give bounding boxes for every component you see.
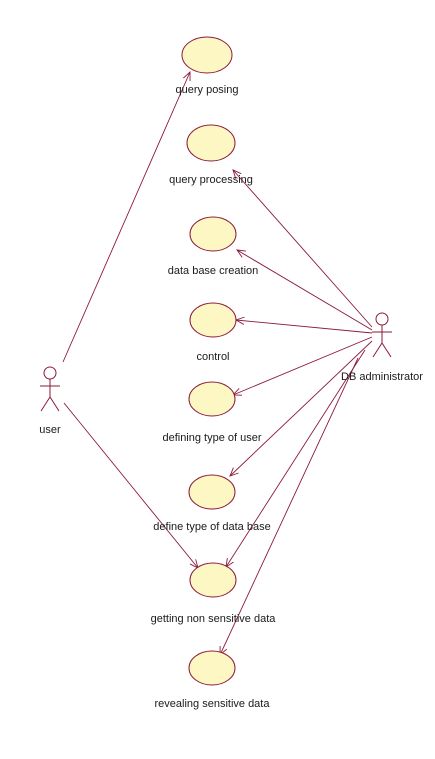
association-line <box>236 249 373 331</box>
actor-db-administrator[interactable]: DB administrator <box>341 312 423 383</box>
use-case-ellipse[interactable] <box>188 650 236 686</box>
use-case-ellipse[interactable] <box>186 124 236 162</box>
actor-label: user <box>39 424 61 436</box>
stick-figure-icon <box>372 312 392 358</box>
actor-head <box>375 312 389 326</box>
use-case-query-posing[interactable]: query posing <box>176 36 239 96</box>
use-case-define-type-of-data-base[interactable]: define type of data base <box>153 474 271 533</box>
actors: user DB administrator <box>39 312 423 436</box>
use-case-revealing-sensitive-data[interactable]: revealing sensitive data <box>155 650 271 710</box>
arrowhead-icon <box>236 249 246 258</box>
stick-figure-icon <box>40 366 60 412</box>
use-case-ellipse[interactable] <box>189 216 237 252</box>
association-lines <box>62 70 373 657</box>
use-case-ellipse[interactable] <box>181 36 233 74</box>
use-case-label: data base creation <box>168 265 259 277</box>
use-case-query-processing[interactable]: query processing <box>169 124 253 186</box>
association-line <box>62 71 191 363</box>
use-cases: query posing query processing data base … <box>151 36 277 710</box>
actor-limb <box>372 342 383 358</box>
use-case-ellipse[interactable] <box>188 474 236 510</box>
association-line <box>219 357 359 656</box>
actor-limb <box>40 396 51 412</box>
use-case-data-base-creation[interactable]: data base creation <box>168 216 259 277</box>
use-case-getting-non-sensitive-data[interactable]: getting non sensitive data <box>151 562 277 625</box>
use-case-defining-type-of-user[interactable]: defining type of user <box>162 381 262 444</box>
use-case-label: revealing sensitive data <box>155 698 271 710</box>
use-case-ellipse[interactable] <box>188 381 236 417</box>
use-case-control[interactable]: control <box>189 302 237 363</box>
association-line <box>63 402 199 569</box>
use-case-label: query posing <box>176 84 239 96</box>
use-case-label: define type of data base <box>153 521 270 533</box>
association-line <box>232 169 373 328</box>
use-case-label: defining type of user <box>162 432 261 444</box>
use-case-ellipse[interactable] <box>189 562 237 598</box>
actor-limb <box>49 396 60 412</box>
association-line <box>225 349 366 568</box>
use-case-label: query processing <box>169 174 253 186</box>
arrowhead-icon <box>229 467 239 477</box>
use-case-ellipse[interactable] <box>189 302 237 338</box>
association-line <box>232 336 373 396</box>
actor-label: DB administrator <box>341 371 423 383</box>
actor-head <box>43 366 57 380</box>
association-line <box>229 340 373 477</box>
actor-user[interactable]: user <box>39 366 61 436</box>
use-case-label: control <box>196 351 229 363</box>
association-line <box>235 319 373 334</box>
use-case-label: getting non sensitive data <box>151 613 277 625</box>
arrowhead-icon <box>183 70 191 82</box>
actor-limb <box>381 342 392 358</box>
arrowhead-icon <box>232 169 242 179</box>
